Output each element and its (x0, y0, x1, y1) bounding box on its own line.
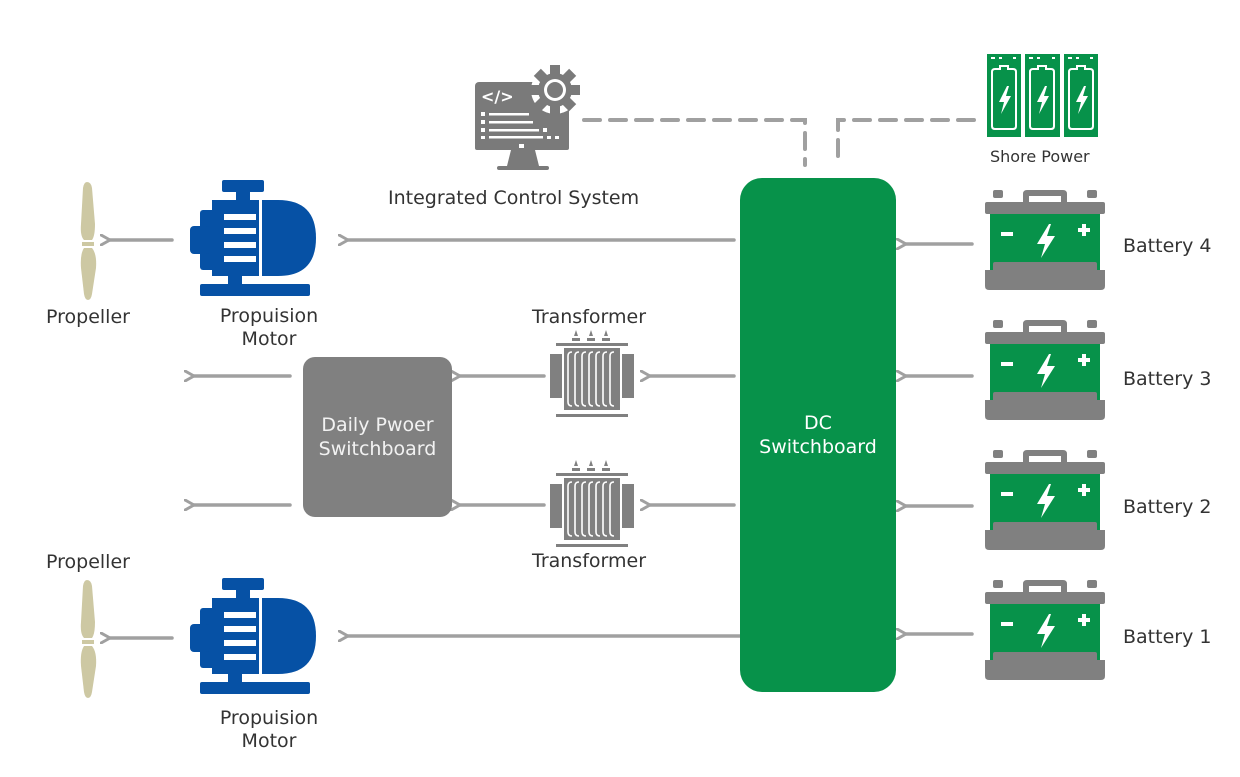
car-battery-icon-1 (985, 580, 1105, 680)
dc-switchboard: DC Switchboard (740, 178, 896, 692)
daily-power-switchboard: Daily Pwoer Switchboard (303, 357, 452, 517)
propeller-label-top: Propeller (46, 306, 130, 328)
battery-label-3: Battery 3 (1123, 368, 1212, 390)
car-battery-icon-4 (985, 190, 1105, 290)
motor-label-top: Propuision Motor (206, 305, 332, 351)
daily-switchboard-label-line1: Daily Pwoer (321, 414, 434, 436)
car-battery-icon-2 (985, 450, 1105, 550)
electric-motor-icon-bottom (190, 578, 316, 694)
motor-label-bottom-line2: Motor (241, 730, 297, 752)
control-dashed-connector (582, 118, 807, 167)
propeller-icon-top (80, 182, 97, 300)
motor-label-bottom: Propuision Motor (206, 707, 332, 753)
electric-motor-icon-top (190, 180, 316, 296)
motor-label-top-line2: Motor (241, 328, 297, 350)
integrated-control-system-label: Integrated Control System (388, 187, 640, 209)
battery-label-4: Battery 4 (1123, 235, 1212, 257)
computer-gear-icon: </> (475, 65, 580, 170)
motor-label-top-line1: Propuision (219, 305, 319, 327)
dc-switchboard-label-line1: DC (804, 412, 832, 434)
battery-label-2: Battery 2 (1123, 496, 1212, 518)
motor-label-bottom-line1: Propuision (219, 707, 319, 729)
battery-label-1: Battery 1 (1123, 626, 1212, 648)
transformer-icon-top (549, 329, 635, 418)
propeller-label-bottom: Propeller (46, 551, 130, 573)
svg-text:</>: </> (481, 87, 514, 106)
transformer-label-bottom: Transformer (532, 550, 647, 572)
transformer-label-top: Transformer (532, 306, 647, 328)
car-battery-icon-3 (985, 320, 1105, 420)
shore-power-dashed-connector (836, 118, 976, 167)
transformer-icon-bottom (549, 459, 635, 548)
shore-power-label: Shore Power (990, 147, 1090, 166)
battery-bank-icon (987, 54, 1098, 137)
daily-switchboard-label-line2: Switchboard (318, 438, 437, 460)
propeller-icon-bottom (80, 580, 97, 698)
dc-switchboard-label-line2: Switchboard (759, 436, 877, 458)
